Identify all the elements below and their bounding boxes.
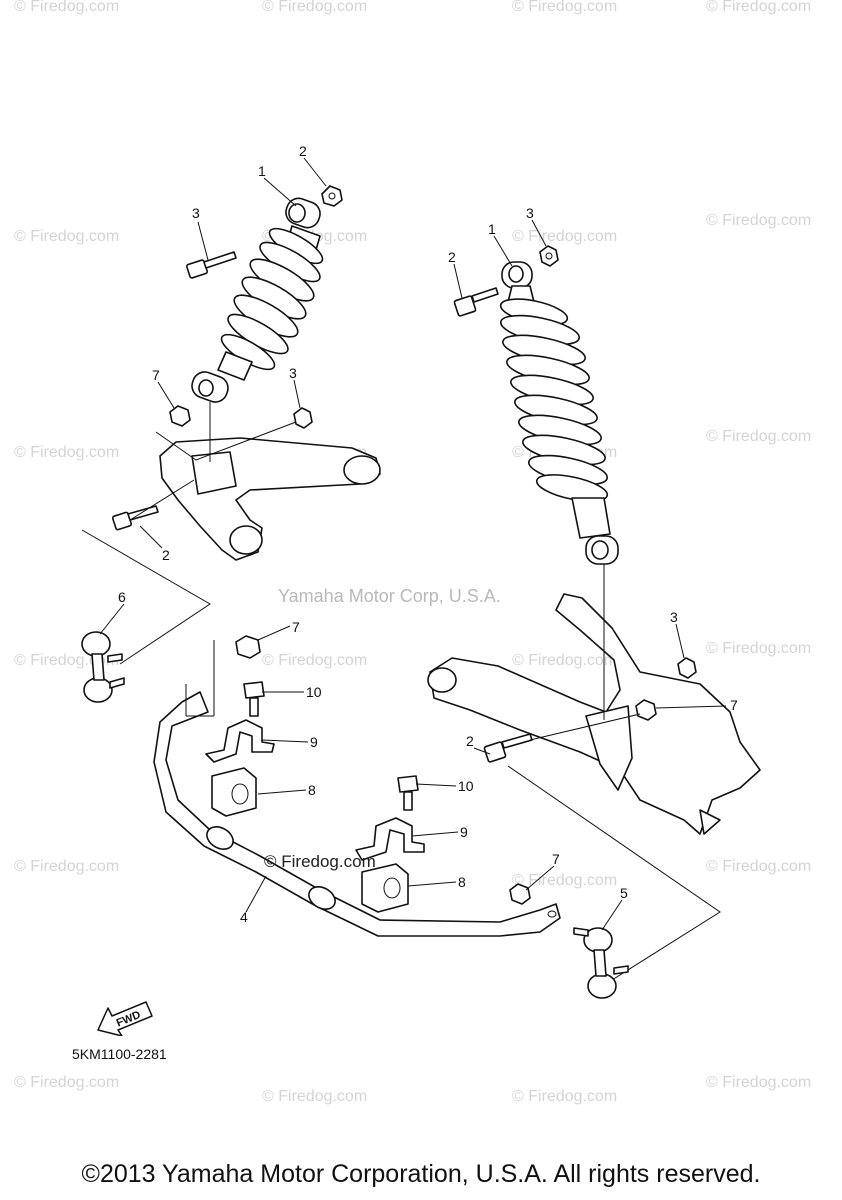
mid-watermark: © Firedog.com <box>264 852 376 871</box>
right-arm-bolt <box>483 733 533 763</box>
left-link-nut <box>235 635 261 659</box>
callout-7: 7 <box>552 851 560 867</box>
watermark: © Firedog.com <box>512 0 618 15</box>
watermark: © Firedog.com <box>14 444 120 461</box>
fwd-arrow-icon: FWD <box>97 1001 153 1036</box>
right-collar <box>635 699 657 721</box>
right-stabilizer-link <box>573 927 629 999</box>
callout-5: 5 <box>620 885 628 901</box>
left-upper-bolt <box>185 251 237 279</box>
callout-3: 3 <box>526 205 534 221</box>
right-bushing <box>361 863 409 913</box>
right-upper-bolt <box>453 287 499 317</box>
callout-4: 4 <box>240 909 248 925</box>
callout-2: 3 <box>192 205 200 221</box>
callout-3: 3 <box>670 609 678 625</box>
right-lower-nut <box>677 657 697 679</box>
callout-9: 9 <box>310 734 318 750</box>
callout-1: 1 <box>488 221 496 237</box>
watermark: © Firedog.com <box>512 652 618 669</box>
left-bushing-holder <box>205 719 275 763</box>
callout-6: 6 <box>118 589 126 605</box>
right-shock-absorber <box>499 261 619 565</box>
callout-9: 9 <box>460 824 468 840</box>
left-lower-nut <box>293 407 313 429</box>
callout-2: 2 <box>466 733 474 749</box>
callout-8: 8 <box>308 782 316 798</box>
center-credit: Yamaha Motor Corp, U.S.A. <box>278 586 501 606</box>
watermark: © Firedog.com <box>706 428 812 445</box>
left-arm-bolt <box>111 505 159 531</box>
watermark: © Firedog.com <box>262 0 368 15</box>
right-upper-nut <box>539 245 559 267</box>
callout-1: 1 <box>258 163 266 179</box>
callout-10: 10 <box>306 684 322 700</box>
copyright-notice: ©2013 Yamaha Motor Corporation, U.S.A. A… <box>81 1160 761 1188</box>
part-code: 5KM1100-2281 <box>72 1046 167 1062</box>
watermark: © Firedog.com <box>706 858 812 875</box>
right-a-arm <box>427 593 761 835</box>
stabilizer-bar <box>153 691 561 937</box>
watermark: © Firedog.com <box>512 872 618 889</box>
watermark: © Firedog.com <box>14 228 120 245</box>
watermark: © Firedog.com <box>262 652 368 669</box>
callout-3: 3 <box>289 365 297 381</box>
right-bushing-holder <box>355 817 425 861</box>
left-bushing <box>211 767 257 817</box>
watermark: © Firedog.com <box>14 1074 120 1091</box>
callout-7: 7 <box>730 697 738 713</box>
callout-7: 7 <box>152 367 160 383</box>
callout-2: 2 <box>448 249 456 265</box>
watermark: © Firedog.com <box>14 0 120 15</box>
callout-10: 10 <box>458 778 474 794</box>
watermark: © Firedog.com <box>706 212 812 229</box>
left-a-arm <box>159 437 381 561</box>
left-shock-absorber <box>191 197 324 403</box>
watermark: © Firedog.com <box>706 640 812 657</box>
callout-3: 2 <box>299 143 307 159</box>
left-bushing-bolt <box>243 681 265 717</box>
watermark: © Firedog.com <box>512 1088 618 1105</box>
watermark: © Firedog.com <box>14 858 120 875</box>
callout-2: 2 <box>162 547 170 563</box>
left-stabilizer-link <box>81 631 125 703</box>
watermark: © Firedog.com <box>262 1088 368 1105</box>
left-lower-collar <box>169 405 191 427</box>
right-bushing-bolt <box>397 775 419 811</box>
right-link-nut <box>509 883 531 905</box>
callout-8: 8 <box>458 874 466 890</box>
callout-7: 7 <box>292 619 300 635</box>
watermark: © Firedog.com <box>706 1074 812 1091</box>
left-upper-nut <box>321 185 343 207</box>
watermark: © Firedog.com <box>706 0 812 15</box>
